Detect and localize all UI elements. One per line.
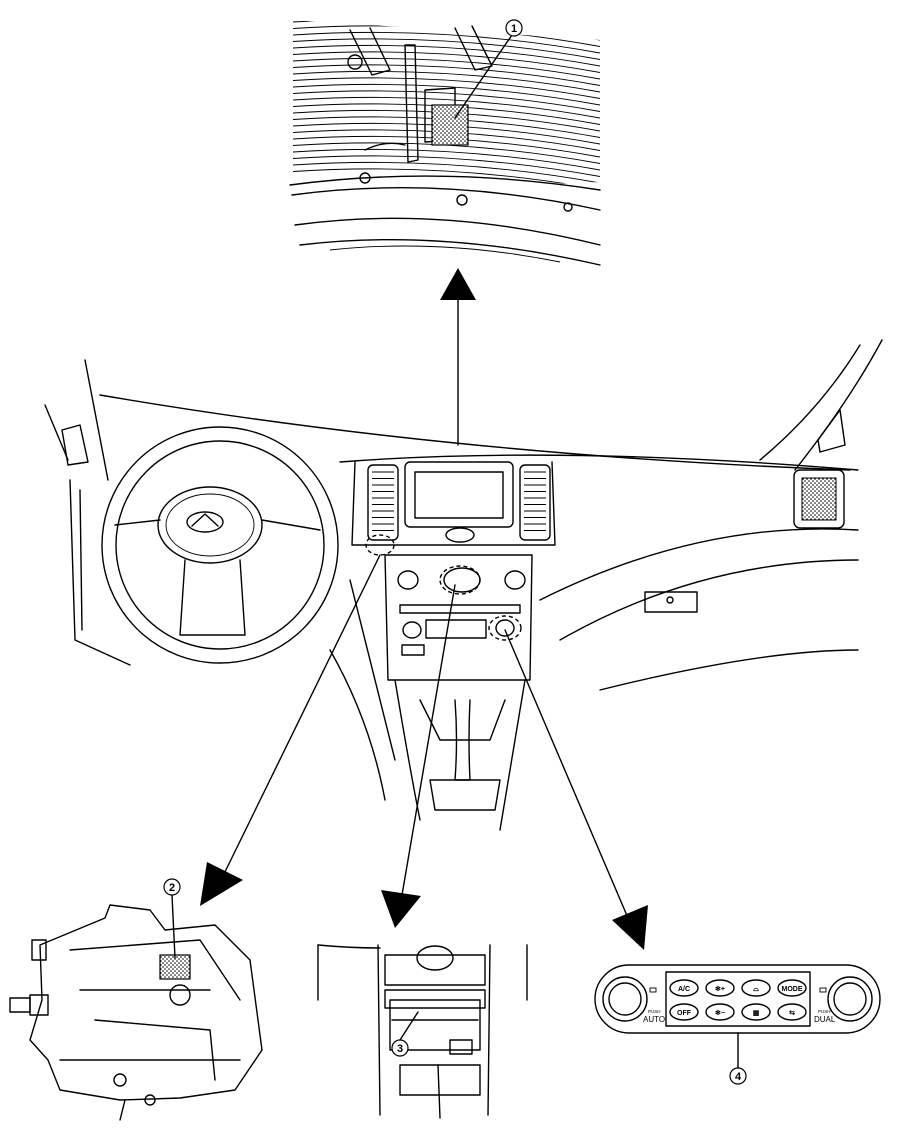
grille-slat (293, 51, 600, 73)
mode-button-label: MODE (782, 986, 803, 993)
grille-slat (293, 148, 600, 171)
climate-control-panel (594, 964, 881, 1034)
location-marker-4 (488, 615, 522, 641)
off-button-label: OFF (677, 1010, 692, 1017)
grille-slat (293, 90, 600, 112)
grille-slat (293, 38, 600, 60)
callout-1-circle (505, 19, 523, 37)
wheel-emblem (186, 511, 224, 533)
right-side-vent (793, 469, 845, 529)
fan-up-icon: ✻+ (715, 985, 725, 993)
off-button (669, 1003, 699, 1021)
detail-2-view: 2 (9, 878, 263, 1121)
glove-box-handle (644, 591, 698, 613)
grille-slat (293, 96, 600, 119)
top-detail-view: 1 (289, 19, 601, 266)
front-defrost-icon: ⌓ (753, 986, 759, 993)
callout-2-circle (163, 878, 181, 896)
location-marker-2 (365, 534, 395, 556)
callout-4-label: 4 (735, 1071, 742, 1083)
callout-3-label: 3 (397, 1043, 403, 1055)
grille-slat (293, 20, 600, 41)
detail-3-view: 3 (317, 944, 528, 1119)
fan-down-icon: ✻− (715, 1009, 725, 1017)
location-marker-3 (439, 565, 481, 595)
left-dial (602, 976, 648, 1022)
grille-slat (293, 142, 600, 164)
grille-slat (293, 168, 600, 190)
front-defrost-button (741, 979, 771, 997)
rear-defrost-icon: ▦ (753, 1010, 760, 1017)
detail-4-view: PUSH AUTO PUSH DUAL A/C OFF ✻+ ✻− ⌓ ▦ MO… (594, 964, 881, 1085)
callout-3-circle (391, 1039, 409, 1057)
dashboard-view (44, 339, 883, 831)
arrow-to-detail-3 (381, 584, 456, 928)
recirc-icon: ⇆ (789, 1009, 795, 1017)
callout-2-label: 2 (169, 882, 175, 894)
grille-slat (293, 31, 600, 54)
grille-slat (293, 25, 600, 47)
grille-slat (293, 70, 600, 93)
dual-push-text: PUSH (818, 1009, 831, 1014)
grille-slat (293, 161, 600, 184)
arrow-to-top-detail (440, 268, 476, 446)
mode-button (777, 979, 807, 997)
auto-push-text: PUSH (648, 1009, 661, 1014)
steering-wheel (101, 426, 339, 664)
recirc-button (777, 1003, 807, 1021)
grille-slat (293, 44, 600, 67)
center-vent-slats (372, 471, 546, 531)
grille-slat (293, 155, 600, 177)
right-dial (827, 976, 873, 1022)
callout-4-circle (729, 1067, 747, 1085)
display-screen (404, 461, 514, 528)
dual-label: DUAL (814, 1015, 836, 1024)
grille-slat (293, 83, 600, 106)
auto-label: AUTO (643, 1015, 665, 1024)
grille-slat (293, 77, 600, 99)
sensor-1 (431, 104, 469, 146)
fan-up-button (705, 979, 735, 997)
grille-slat (293, 64, 600, 86)
grille-slat (293, 57, 600, 80)
ac-button-label: A/C (678, 986, 690, 993)
ac-button (669, 979, 699, 997)
arrow-to-detail-2 (200, 554, 381, 906)
rear-defrost-button (741, 1003, 771, 1021)
arrow-to-detail-4 (504, 629, 648, 950)
fan-down-button (705, 1003, 735, 1021)
callout-1-label: 1 (511, 23, 517, 35)
